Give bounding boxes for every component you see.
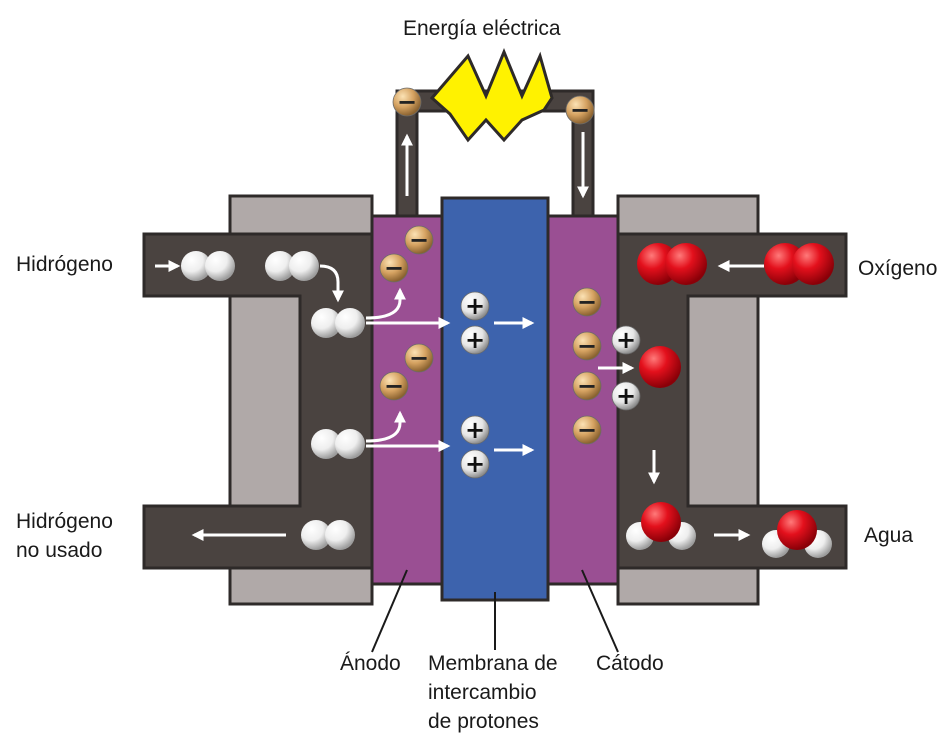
oxygen-label: Oxígeno: [858, 257, 938, 280]
o2-molecule-icon: [637, 243, 707, 285]
proton-icon-symbol: +: [465, 450, 485, 478]
electron-icon-symbol: −: [409, 344, 429, 372]
electron-icon: −: [404, 225, 434, 255]
h2-molecule-icon: [301, 520, 355, 550]
o2-molecule-icon: [764, 243, 834, 285]
cathode-channel: [616, 232, 848, 570]
electron-icon: −: [392, 87, 422, 117]
cathode-leader-line: [581, 569, 619, 653]
proton-exchange-membrane: [440, 196, 550, 602]
unused-hydrogen-label-line2: no usado: [16, 539, 103, 562]
anode-label: Ánodo: [340, 652, 401, 675]
water-molecule-icon: [626, 502, 696, 550]
electron-icon: −: [572, 331, 602, 361]
electron-icon: −: [572, 415, 602, 445]
h2-molecule-icon: [311, 429, 365, 459]
resistor-icon: [429, 48, 554, 143]
electron-icon: −: [404, 343, 434, 373]
anode-leader-line: [371, 569, 408, 653]
water-molecule-icon: [762, 510, 832, 558]
proton-icon-symbol: +: [616, 326, 636, 354]
unused-hydrogen-label-line1: Hidrógeno: [16, 510, 113, 533]
oxygen-atom-icon: [639, 346, 681, 388]
electron-icon-symbol: −: [409, 226, 429, 254]
membrane-label-line2: intercambio: [428, 681, 537, 704]
h2-molecule-icon: [311, 308, 365, 338]
h2-molecule-icon: [265, 251, 319, 281]
hydrogen-in-label: Hidrógeno: [16, 253, 113, 276]
electron-icon-symbol: −: [577, 416, 597, 444]
electron-icon-symbol: −: [577, 288, 597, 316]
electron-icon: −: [572, 287, 602, 317]
hydrogen-to-anode-arrow: [319, 264, 344, 303]
electron-icon-symbol: −: [384, 372, 404, 400]
electron-icon-symbol: −: [570, 96, 590, 124]
electron-path-arrow-2: [365, 410, 406, 443]
proton-icon-symbol: +: [465, 416, 485, 444]
proton-icon: +: [460, 325, 490, 355]
h2-molecule-icon: [181, 251, 235, 281]
proton-icon: +: [460, 415, 490, 445]
proton-icon-symbol: +: [465, 292, 485, 320]
electron-icon-symbol: −: [577, 332, 597, 360]
electron-icon: −: [565, 95, 595, 125]
membrane-label-line1: Membrana de: [428, 652, 558, 675]
proton-icon-symbol: +: [616, 382, 636, 410]
proton-icon: +: [460, 449, 490, 479]
proton-icon: +: [460, 291, 490, 321]
proton-icon: +: [611, 381, 641, 411]
proton-icon-symbol: +: [465, 326, 485, 354]
proton-icon: +: [611, 325, 641, 355]
water-label: Agua: [864, 524, 914, 547]
electron-icon: −: [379, 253, 409, 283]
cathode: [546, 214, 620, 586]
electron-icon-symbol: −: [577, 372, 597, 400]
membrane-label-line3: de protones: [428, 710, 539, 733]
electric-energy-label: Energía eléctrica: [403, 17, 561, 40]
electron-icon: −: [572, 371, 602, 401]
cathode-label: Cátodo: [596, 652, 664, 675]
electron-path-arrow-1: [365, 287, 406, 320]
electron-icon-symbol: −: [384, 254, 404, 282]
electron-icon: −: [379, 371, 409, 401]
electron-icon-symbol: −: [397, 88, 417, 116]
